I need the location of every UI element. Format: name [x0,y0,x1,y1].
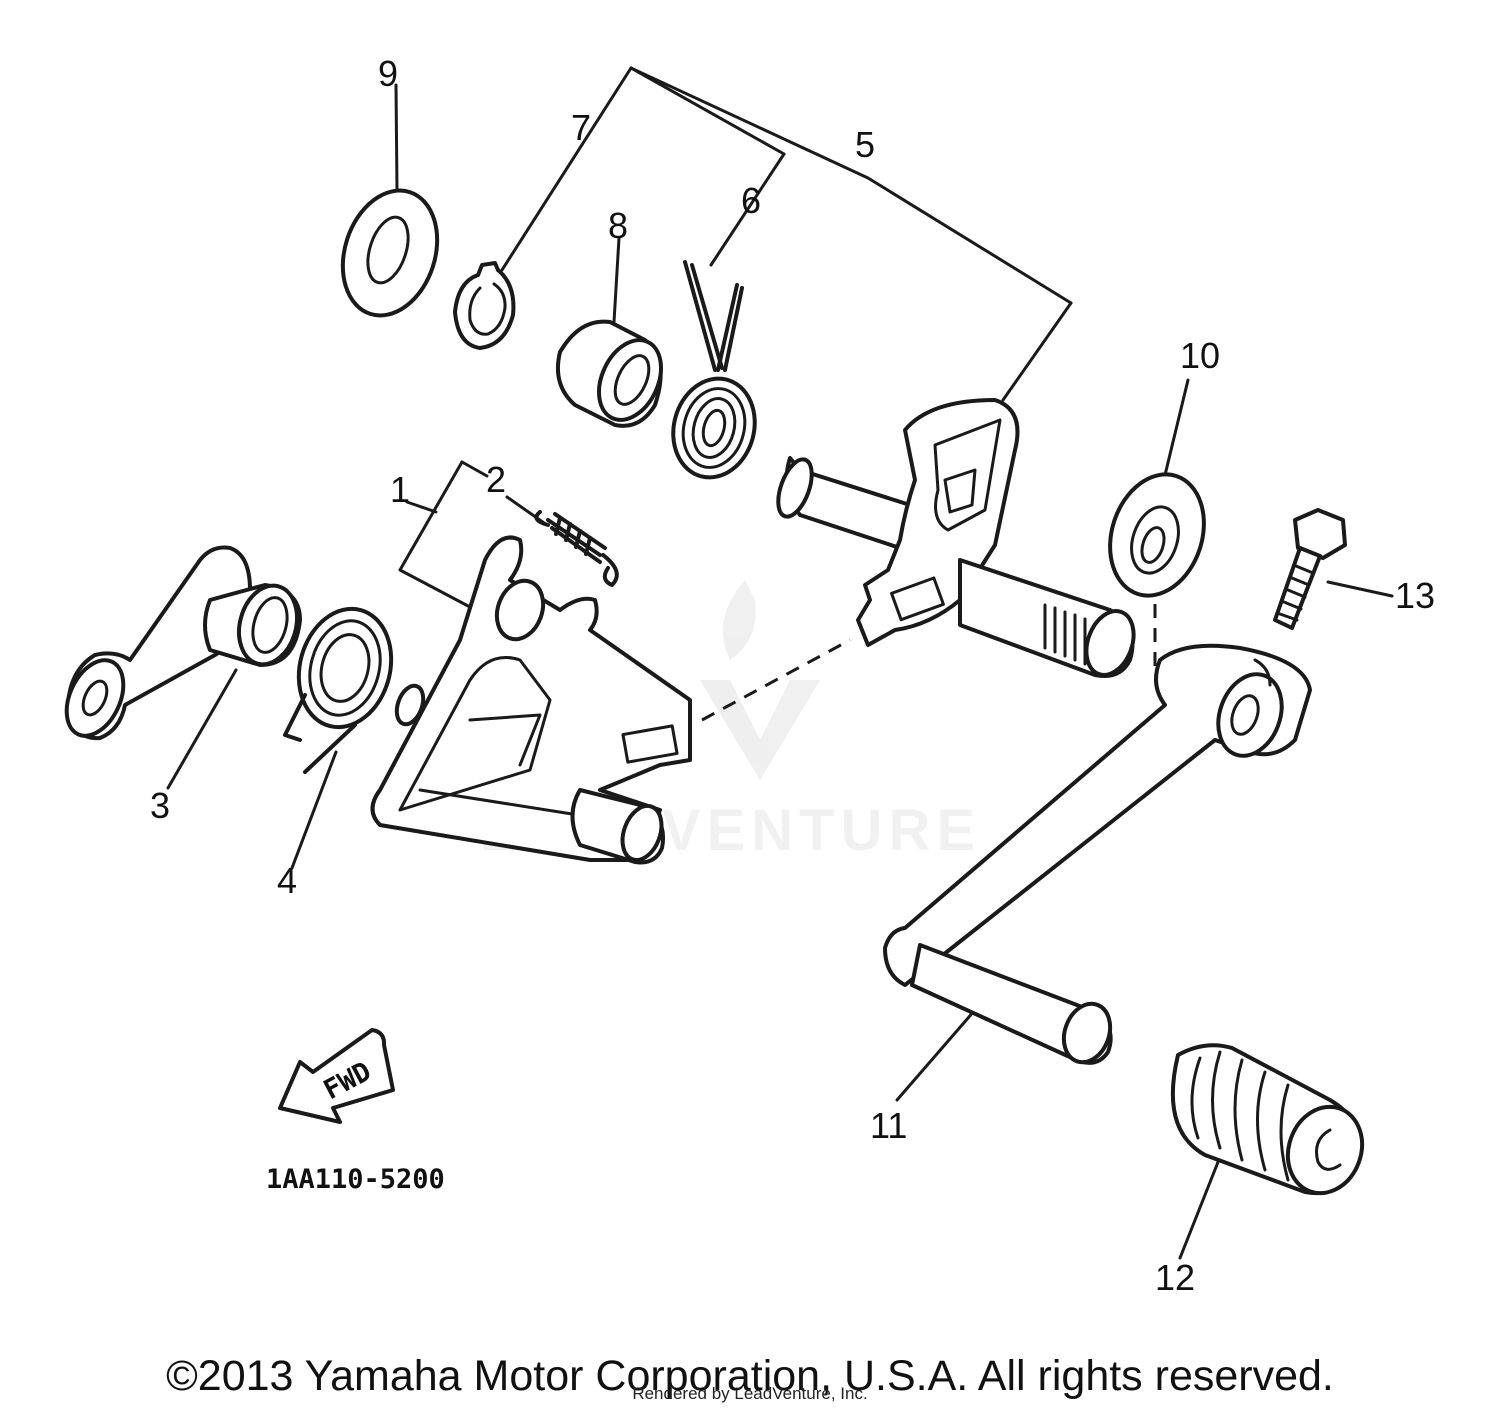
washer-part [340,188,440,318]
callout-2: 2 [486,459,506,500]
callout-9: 9 [378,53,398,94]
pedal-rubber-part [1170,1043,1365,1196]
callout-3: 3 [150,785,170,826]
callout-13: 13 [1395,575,1435,616]
oil-seal-part [1108,472,1206,598]
callout-8: 8 [608,205,628,246]
bolt-part [1273,508,1347,630]
collar-part [555,319,663,428]
callout-11: 11 [870,1105,907,1146]
copyright-notice: ©2013 Yamaha Motor Corporation, U.S.A. A… [166,1352,1334,1400]
shift-shaft-part [776,398,1136,678]
shift-pedal-part [883,643,1312,1065]
shift-guide-part [370,535,692,865]
alignment-lines [701,580,1157,722]
callout-5: 5 [855,124,875,165]
callout-7: 7 [571,107,591,148]
render-credit: Rendered by LeadVenture, Inc. [632,1384,868,1403]
callout-4: 4 [277,860,297,901]
diagram-part-code: 1AA110-5200 [266,1164,445,1195]
torsion-spring-part [671,260,757,480]
callout-6: 6 [741,180,761,221]
watermark-logo [700,580,820,780]
coil-spring-part [283,606,394,774]
callout-1: 1 [390,469,410,510]
shift-arm-part [64,545,302,741]
circlip-part [453,261,516,350]
callout-12: 12 [1155,1257,1195,1298]
callout-labels: 9 7 5 6 8 10 1 2 13 3 4 11 12 [150,53,1435,1298]
callout-10: 10 [1180,335,1220,376]
tension-spring-part [534,510,619,587]
fwd-arrow-icon: FWD [278,1028,395,1124]
